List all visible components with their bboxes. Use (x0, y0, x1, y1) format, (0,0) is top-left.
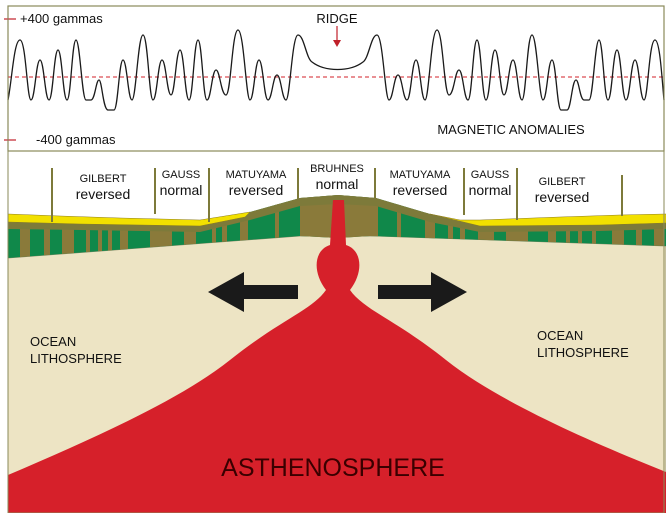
epoch-name: GILBERT (80, 173, 127, 185)
epoch-polarity: normal (469, 182, 512, 198)
epoch-gauss-left: GAUSS normal (160, 169, 203, 198)
epoch-name: GAUSS (162, 169, 201, 181)
epoch-polarity: normal (316, 176, 359, 192)
magnetic-anomaly-panel: +400 gammas -400 gammas RIDGE MAGNETIC A… (4, 6, 664, 151)
epoch-name: BRUHNES (310, 163, 364, 175)
asthenosphere-label: ASTHENOSPHERE (221, 454, 445, 482)
epoch-polarity: reversed (393, 182, 447, 198)
epoch-name: GILBERT (539, 176, 586, 188)
lithosphere-line-2: LITHOSPHERE (30, 351, 122, 366)
epoch-polarity: reversed (76, 186, 130, 202)
ridge-label: RIDGE (316, 11, 358, 26)
epoch-polarity: reversed (535, 189, 589, 205)
lithosphere-line-2: LITHOSPHERE (537, 345, 629, 360)
cross-section: GILBERT reversed GAUSS normal MATUYAMA r… (0, 153, 666, 513)
epoch-gilbert-left: GILBERT reversed (76, 173, 130, 202)
max-gamma-label: +400 gammas (20, 11, 103, 26)
epoch-polarity: normal (160, 182, 203, 198)
epoch-matuyama-left: MATUYAMA reversed (226, 169, 287, 198)
lithosphere-line-1: OCEAN (537, 328, 583, 343)
epoch-name: MATUYAMA (226, 169, 287, 181)
epoch-name: GAUSS (471, 169, 510, 181)
epoch-bruhnes: BRUHNES normal (310, 163, 364, 192)
magnetic-anomalies-title: MAGNETIC ANOMALIES (437, 122, 585, 137)
epoch-gilbert-right: GILBERT reversed (535, 176, 589, 205)
min-gamma-label: -400 gammas (36, 132, 116, 147)
epoch-gauss-right: GAUSS normal (469, 169, 512, 198)
lithosphere-line-1: OCEAN (30, 334, 76, 349)
epoch-name: MATUYAMA (390, 169, 451, 181)
epoch-matuyama-right: MATUYAMA reversed (390, 169, 451, 198)
epoch-polarity: reversed (229, 182, 283, 198)
